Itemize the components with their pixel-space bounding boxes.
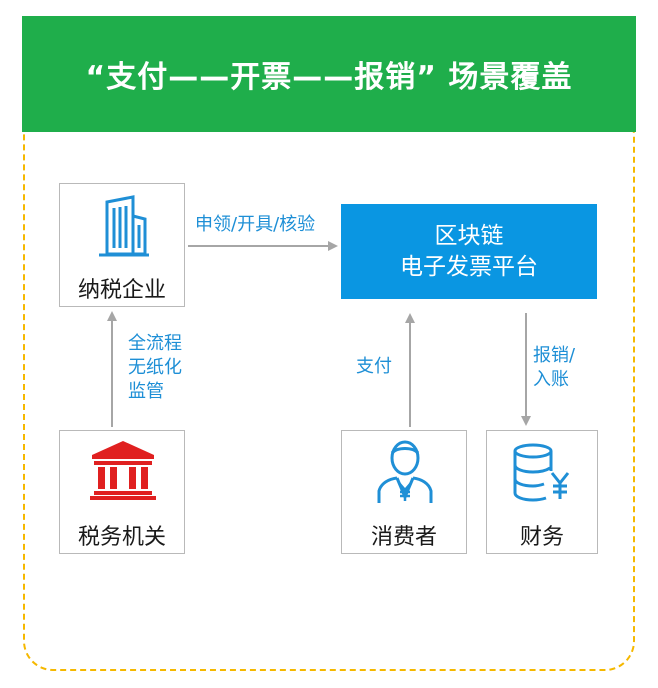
database-yuan-icon xyxy=(513,443,570,502)
enterprise-label: 纳税企业 xyxy=(77,278,166,303)
tax-office-label: 税务机关 xyxy=(77,525,166,550)
edge-label-enterprise-platform: 申领/开具/核验 xyxy=(195,214,316,235)
finance-label: 财务 xyxy=(519,525,564,550)
edge-label-finance-line-1: 报销/ xyxy=(533,345,576,366)
office-building-icon xyxy=(99,195,149,257)
blockchain-platform: 区块链 电子发票平台 xyxy=(341,204,597,299)
person-yuan-icon xyxy=(377,440,433,503)
edge-label-platform-finance: 报销/ 入账 xyxy=(533,344,575,392)
edge-label-tax-line-3: 监管 xyxy=(128,381,164,402)
edge-label-tax-line-2: 无纸化 xyxy=(128,357,182,378)
edge-label-tax-enterprise: 全流程 无纸化 监管 xyxy=(128,332,182,404)
node-tax-office: 税务机关 xyxy=(59,430,185,554)
node-enterprise: 纳税企业 xyxy=(59,183,185,307)
node-consumer: 消费者 xyxy=(341,430,467,554)
title-banner: “支付——开票——报销” 场景覆盖 xyxy=(22,16,636,132)
page-title: “支付——开票——报销” 场景覆盖 xyxy=(85,60,573,95)
platform-line-2: 电子发票平台 xyxy=(400,253,538,280)
edge-label-consumer-platform: 支付 xyxy=(356,356,392,377)
edge-label-finance-line-2: 入账 xyxy=(533,369,569,390)
edge-label-tax-line-1: 全流程 xyxy=(128,333,182,354)
government-building-icon xyxy=(90,441,156,500)
platform-line-1: 区块链 xyxy=(434,222,504,249)
node-finance: 财务 xyxy=(486,430,598,554)
consumer-label: 消费者 xyxy=(370,525,437,550)
